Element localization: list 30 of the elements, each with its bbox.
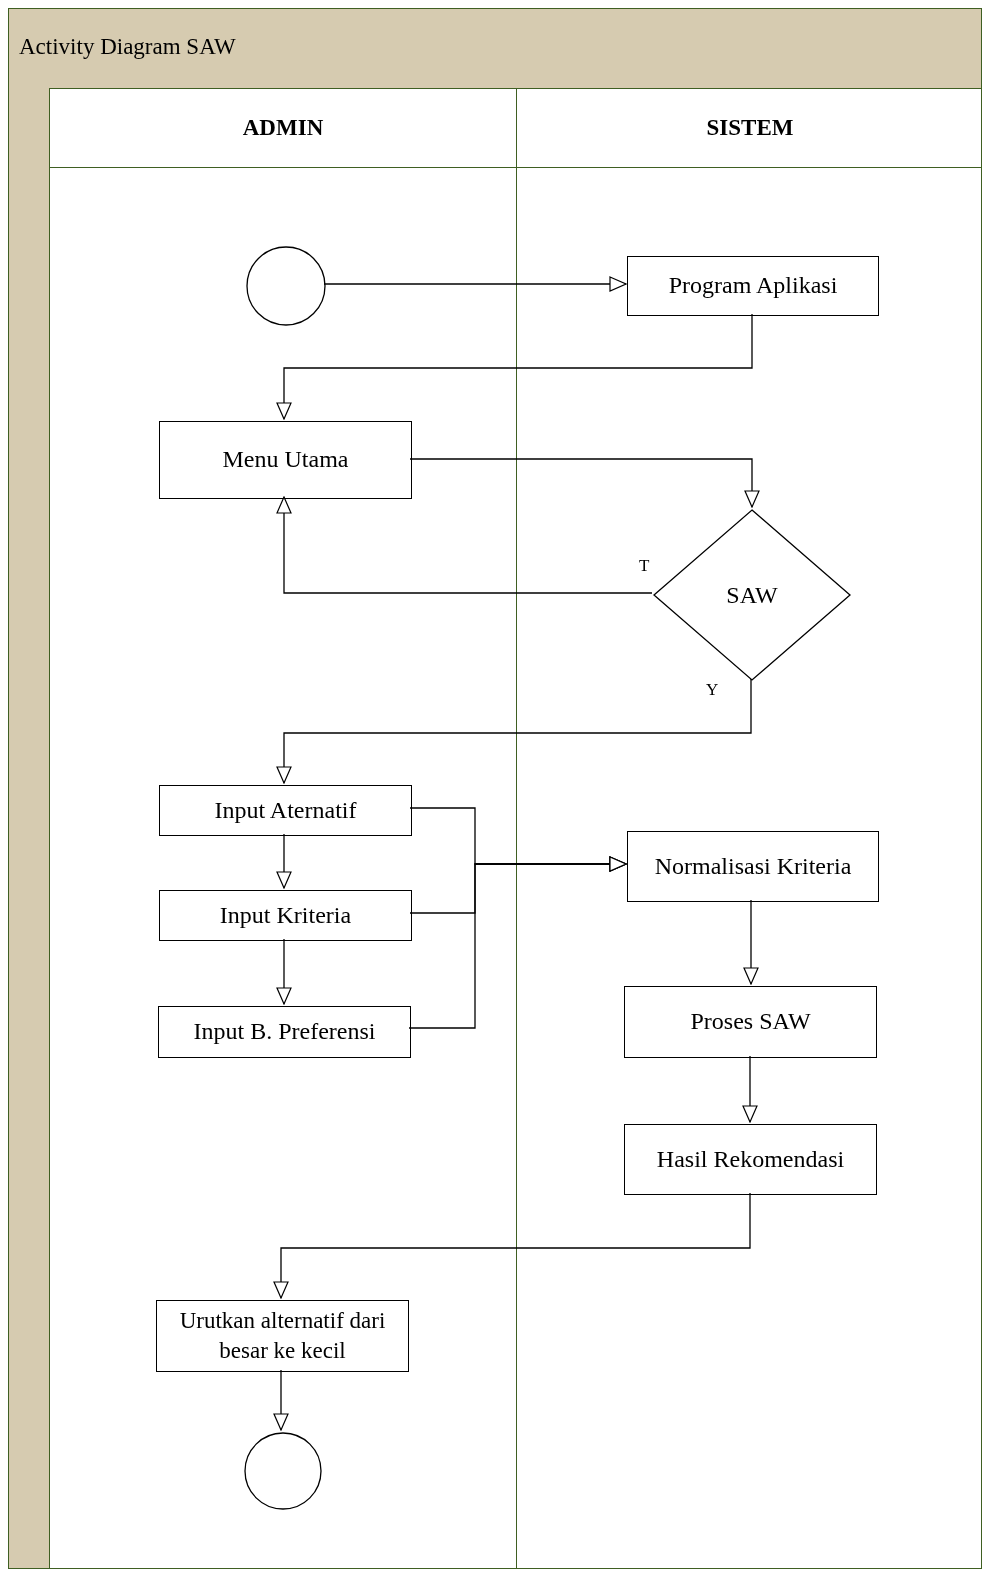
arrow bbox=[323, 276, 627, 292]
end-node bbox=[244, 1432, 322, 1510]
activity-box: Input Kriteria bbox=[159, 890, 412, 941]
swimlane bbox=[49, 88, 517, 1569]
arrow bbox=[276, 678, 752, 784]
activity-box: Normalisasi Kriteria bbox=[627, 831, 879, 902]
arrow bbox=[742, 1055, 758, 1123]
start-node bbox=[246, 246, 326, 326]
decision-diamond bbox=[653, 509, 851, 681]
activity-box: Hasil Rekomendasi bbox=[624, 1124, 877, 1195]
swimlane-pool bbox=[8, 8, 982, 1569]
arrow bbox=[409, 458, 760, 508]
activity-box: Menu Utama bbox=[159, 421, 412, 499]
arrow bbox=[276, 313, 753, 420]
arrow bbox=[273, 1192, 751, 1299]
activity-box: Input Aternatif bbox=[159, 785, 412, 836]
arrow bbox=[276, 496, 653, 594]
activity-box: Program Aplikasi bbox=[627, 256, 879, 316]
pool-title: Activity Diagram SAW bbox=[19, 34, 236, 60]
decision-label: SAW bbox=[726, 581, 778, 609]
arrow bbox=[408, 856, 627, 1029]
arrow bbox=[276, 938, 292, 1005]
activity-box: Input B. Preferensi bbox=[158, 1006, 411, 1058]
arrow bbox=[273, 1369, 289, 1431]
activity-box: Urutkan alternatif dari besar ke kecil bbox=[156, 1300, 409, 1372]
activity-box: Proses SAW bbox=[624, 986, 877, 1058]
arrow bbox=[743, 899, 759, 985]
arrow bbox=[276, 833, 292, 889]
lane-header: ADMIN bbox=[50, 89, 516, 168]
lane-header: SISTEM bbox=[517, 89, 982, 168]
